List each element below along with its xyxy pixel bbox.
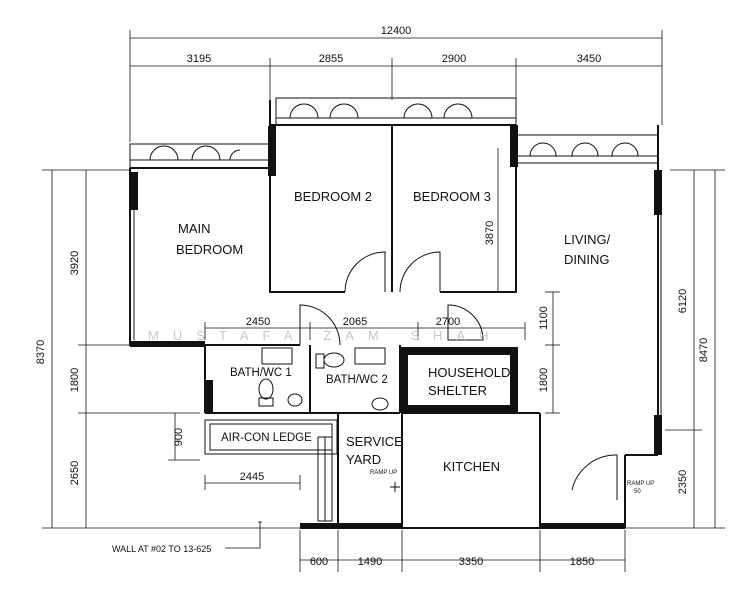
label-shelter-2: SHELTER (428, 383, 487, 398)
label-shelter-1: HOUSEHOLD (428, 365, 510, 380)
label-living-1: LIVING/ (564, 232, 611, 247)
dim-bottom-4: 1850 (570, 556, 594, 568)
dim-left-2: 1800 (69, 368, 81, 392)
label-bath-2: BATH/WC 2 (326, 374, 388, 386)
ramp-up-yard: RAMP UP (370, 470, 397, 476)
dim-left-1: 3920 (69, 251, 81, 275)
label-main-bedroom-2: BEDROOM (176, 242, 243, 257)
label-bath-1: BATH/WC 1 (230, 367, 292, 379)
top-dimensions: 12400 3195 2855 2900 3450 (129, 25, 663, 142)
label-bedroom-3: BEDROOM 3 (413, 189, 491, 204)
windows (129, 97, 662, 520)
dim-right-2: 2350 (677, 470, 689, 494)
walls (129, 100, 662, 529)
dim-top-4: 3450 (577, 53, 601, 65)
dim-left-3: 2650 (69, 461, 81, 485)
fixtures (258, 347, 400, 492)
dim-bottom-3: 3350 (459, 556, 483, 568)
ramp-up-entry: RAMP UP (627, 481, 654, 487)
ramp-up-entry-value: 50 (634, 489, 641, 495)
dim-top-2: 2855 (319, 53, 343, 65)
dim-inner-right-2: 1800 (538, 368, 550, 392)
label-service-2: YARD (346, 452, 381, 467)
inner-dimensions: 2450 2065 2700 1100 1800 3870 2445 (204, 148, 560, 490)
label-bedroom-2: BEDROOM 2 (294, 189, 372, 204)
watermark: MUSTAFA ZAM SHAH (148, 328, 503, 343)
wall-note: WALL AT #02 TO 13-625 (112, 544, 211, 554)
label-aircon-ledge: AIR-CON LEDGE (221, 432, 312, 444)
dim-left-ledge: 900 (173, 428, 185, 446)
dim-bottom-1: 600 (310, 556, 328, 568)
dim-bedroom3-depth: 3870 (484, 221, 496, 245)
bottom-dimensions: 600 1490 3350 1850 (299, 530, 626, 572)
dim-overall-width: 12400 (381, 25, 412, 37)
dim-top-3: 2900 (442, 53, 466, 65)
label-living-2: DINING (564, 252, 610, 267)
dim-ledge-width: 2445 (240, 471, 264, 483)
room-labels: MAIN BEDROOM BEDROOM 2 BEDROOM 3 LIVING/… (176, 189, 611, 474)
left-dimensions: 8370 3920 1800 2650 900 (35, 169, 300, 529)
dim-top-1: 3195 (187, 53, 211, 65)
label-kitchen: KITCHEN (443, 459, 500, 474)
dim-corridor-1: 2450 (246, 316, 270, 328)
doors (299, 251, 618, 522)
dim-left-overall: 8370 (35, 340, 47, 364)
dim-bottom-2: 1490 (358, 556, 382, 568)
label-service-1: SERVICE (346, 434, 403, 449)
label-main-bedroom-1: MAIN (178, 221, 211, 236)
dim-corridor-2: 2065 (343, 316, 367, 328)
right-dimensions: 8470 6120 2350 (625, 169, 725, 529)
annotations: RAMP UP RAMP UP 50 WALL AT #02 TO 13-625… (112, 328, 654, 554)
dim-right-1: 6120 (677, 289, 689, 313)
dim-right-overall: 8470 (698, 338, 710, 362)
dim-inner-right-1: 1100 (538, 306, 550, 330)
